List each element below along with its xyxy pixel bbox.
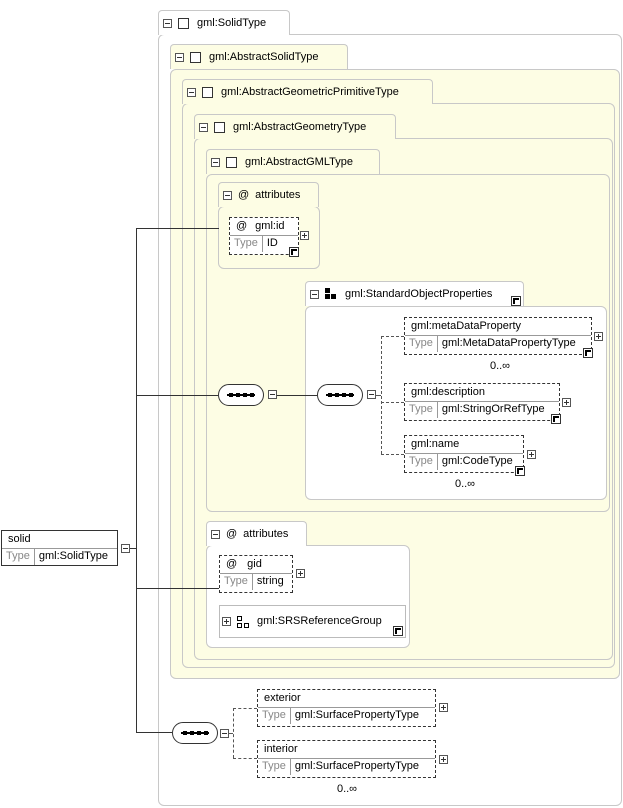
type-key: Type — [405, 336, 438, 352]
jump-arrow-icon[interactable] — [515, 466, 525, 476]
attributes-tab: @ attributes — [218, 182, 319, 207]
type-key: Type — [258, 759, 291, 775]
jump-arrow-icon[interactable] — [511, 296, 521, 306]
group-icon — [325, 288, 337, 300]
jump-arrow-icon[interactable] — [583, 348, 593, 358]
jump-arrow-icon[interactable] — [551, 414, 561, 424]
id-attribute-type: ID — [266, 237, 278, 249]
solid-element-type: gml:SolidType — [38, 550, 108, 562]
abstract-geometric-primitive-type-label: gml:AbstractGeometricPrimitiveType — [221, 86, 399, 99]
type-key: Type — [2, 549, 35, 565]
abstract-geometry-type-tab: gml:AbstractGeometryType — [194, 114, 396, 139]
meta-data-property-name: gml:metaDataProperty — [405, 318, 591, 336]
srs-reference-group-node[interactable]: gml:SRSReferenceGroup — [219, 605, 406, 638]
srs-reference-group-label: gml:SRSReferenceGroup — [257, 615, 382, 627]
abstract-geometric-primitive-type-tab: gml:AbstractGeometricPrimitiveType — [182, 79, 433, 104]
checkbox-icon — [202, 86, 213, 98]
description-type: gml:StringOrRefType — [441, 403, 545, 415]
collapse-toggle-icon[interactable] — [211, 157, 220, 167]
expand-icon[interactable] — [594, 332, 603, 341]
collapse-toggle-icon[interactable] — [199, 122, 208, 132]
checkbox-icon — [190, 51, 201, 63]
interior-type: gml:SurfacePropertyType — [294, 760, 419, 772]
standard-object-properties-tab: gml:StandardObjectProperties — [305, 281, 524, 306]
type-key: Type — [220, 574, 253, 590]
name-element-name: gml:name — [405, 436, 523, 454]
expand-icon[interactable] — [222, 617, 231, 626]
collapse-toggle-icon[interactable] — [163, 18, 172, 28]
expand-icon[interactable] — [300, 231, 309, 240]
name-element-type: gml:CodeType — [441, 455, 513, 467]
gid-attribute-name: gid — [247, 558, 262, 570]
collapse-toggle-icon[interactable] — [220, 729, 229, 738]
expand-icon[interactable] — [562, 398, 571, 407]
collapse-toggle-icon[interactable] — [211, 529, 220, 539]
description-name: gml:description — [405, 384, 559, 402]
gid-attribute-type: string — [256, 575, 284, 587]
id-attribute-name: gml:id — [255, 220, 285, 232]
type-key: Type — [405, 454, 438, 470]
collapse-toggle-icon[interactable] — [187, 87, 196, 97]
sequence-compositor-icon[interactable] — [317, 384, 363, 406]
solid-type-label: gml:SolidType — [197, 17, 267, 30]
collapse-toggle-icon[interactable] — [310, 289, 319, 299]
collapse-toggle-icon[interactable] — [268, 390, 277, 399]
expand-icon[interactable] — [527, 450, 536, 459]
collapse-toggle-icon[interactable] — [175, 52, 184, 62]
checkbox-icon — [226, 156, 237, 168]
attributes-label: attributes — [243, 528, 289, 541]
abstract-gml-type-tab: gml:AbstractGMLType — [206, 149, 380, 174]
cardinality-label: 0..∞ — [336, 783, 358, 795]
attributes-label: attributes — [255, 189, 301, 202]
cardinality-label: 0..∞ — [489, 360, 511, 372]
collapse-toggle-icon[interactable] — [223, 190, 232, 200]
checkbox-icon — [178, 17, 189, 29]
solid-type-tab: gml:SolidType — [158, 10, 290, 35]
meta-data-property-type: gml:MetaDataPropertyType — [441, 337, 576, 349]
cardinality-label: 0..∞ — [454, 478, 476, 490]
attribute-at-icon: @ — [226, 528, 238, 541]
collapse-toggle-icon[interactable] — [367, 390, 376, 399]
expand-icon[interactable] — [296, 569, 305, 578]
attribute-at-icon: @ — [226, 558, 238, 570]
expand-icon[interactable] — [439, 703, 448, 712]
exterior-name: exterior — [258, 690, 435, 708]
collapse-toggle-icon[interactable] — [121, 544, 130, 553]
standard-object-properties-label: gml:StandardObjectProperties — [345, 288, 493, 301]
attribute-at-icon: @ — [236, 220, 248, 232]
abstract-solid-type-label: gml:AbstractSolidType — [209, 51, 319, 64]
exterior-type: gml:SurfacePropertyType — [294, 709, 419, 721]
type-key: Type — [405, 402, 438, 418]
type-key: Type — [230, 236, 263, 252]
attribute-at-icon: @ — [238, 189, 250, 202]
jump-arrow-icon[interactable] — [393, 626, 403, 636]
interior-name: interior — [258, 741, 435, 759]
sequence-compositor-icon[interactable] — [218, 384, 264, 406]
checkbox-icon — [214, 121, 225, 133]
jump-arrow-icon[interactable] — [289, 247, 299, 257]
type-key: Type — [258, 708, 291, 724]
abstract-gml-type-label: gml:AbstractGMLType — [245, 156, 353, 169]
group-icon — [237, 615, 249, 628]
abstract-geometry-type-label: gml:AbstractGeometryType — [233, 121, 367, 134]
expand-icon[interactable] — [439, 755, 448, 764]
abstract-solid-type-tab: gml:AbstractSolidType — [170, 44, 348, 69]
attributes-tab: @ attributes — [206, 521, 307, 546]
solid-element-name: solid — [2, 531, 117, 549]
sequence-compositor-icon[interactable] — [172, 722, 218, 744]
